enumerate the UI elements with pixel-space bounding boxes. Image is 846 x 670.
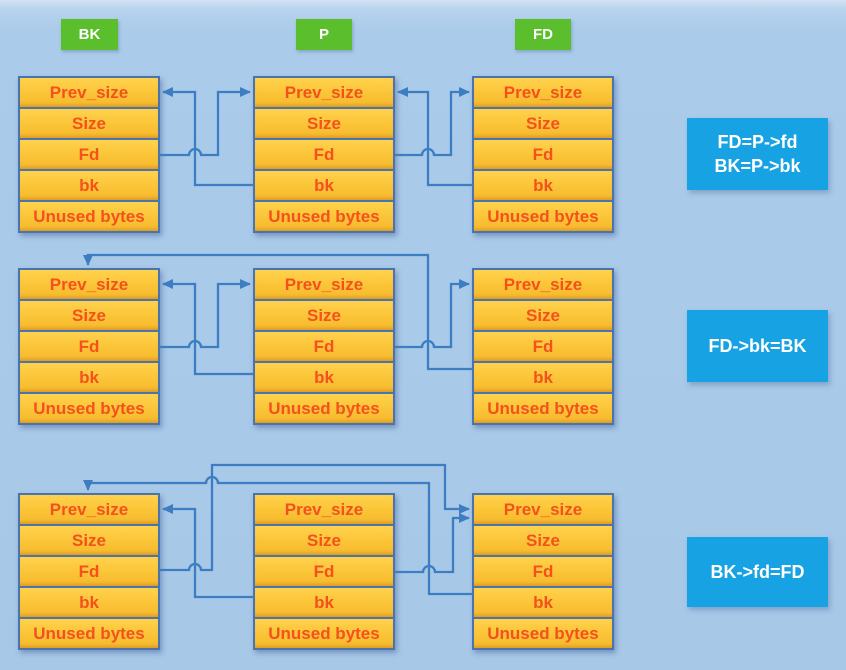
note-line: BK->fd=FD: [710, 561, 805, 582]
field-fd: Fd: [474, 555, 612, 586]
arrow-step1-p-fd-to-fd: [395, 87, 470, 157]
field-bk: bk: [20, 169, 158, 200]
arrow-step3-p-fd-to-fd: [395, 513, 470, 574]
field-unused-bytes: Unused bytes: [255, 392, 393, 423]
chunk-label-p: P: [296, 19, 352, 50]
field-prev-size: Prev_size: [474, 78, 612, 107]
field-unused-bytes: Unused bytes: [255, 200, 393, 231]
field-size: Size: [474, 107, 612, 138]
field-fd: Fd: [255, 330, 393, 361]
field-prev-size: Prev_size: [255, 78, 393, 107]
field-prev-size: Prev_size: [474, 495, 612, 524]
field-fd: Fd: [20, 330, 158, 361]
note-line: BK=P->bk: [714, 155, 801, 176]
field-unused-bytes: Unused bytes: [474, 617, 612, 648]
field-size: Size: [474, 524, 612, 555]
field-fd: Fd: [474, 330, 612, 361]
field-size: Size: [20, 524, 158, 555]
arrow-step2-bk-fd-to-p: [160, 279, 251, 349]
arrow-step1-p-bk-to-bk: [162, 87, 253, 187]
field-prev-size: Prev_size: [20, 78, 158, 107]
field-size: Size: [255, 107, 393, 138]
field-bk: bk: [255, 169, 393, 200]
field-fd: Fd: [20, 555, 158, 586]
note-line: FD=P->fd: [717, 131, 798, 152]
field-prev-size: Prev_size: [20, 270, 158, 299]
field-unused-bytes: Unused bytes: [20, 617, 158, 648]
field-bk: bk: [474, 586, 612, 617]
field-fd: Fd: [255, 138, 393, 169]
arrow-step1-bk-fd-to-p: [160, 87, 251, 157]
field-unused-bytes: Unused bytes: [474, 392, 612, 423]
arrow-step1-fd-bk-to-p: [397, 87, 472, 187]
field-size: Size: [20, 107, 158, 138]
field-unused-bytes: Unused bytes: [255, 617, 393, 648]
field-bk: bk: [20, 586, 158, 617]
field-fd: Fd: [255, 555, 393, 586]
field-fd: Fd: [20, 138, 158, 169]
field-bk: bk: [255, 586, 393, 617]
field-bk: bk: [474, 361, 612, 392]
field-unused-bytes: Unused bytes: [20, 392, 158, 423]
arrow-step2-p-fd-to-fd: [395, 279, 470, 349]
field-size: Size: [255, 299, 393, 330]
note-line: FD->bk=BK: [708, 335, 807, 356]
arrow-step3-p-bk-to-bk: [162, 504, 253, 599]
field-size: Size: [255, 524, 393, 555]
step1-note: FD=P->fd BK=P->bk: [687, 118, 828, 190]
field-fd: Fd: [474, 138, 612, 169]
step2-note: FD->bk=BK: [687, 310, 828, 382]
chunk-label-fd: FD: [515, 19, 571, 50]
field-prev-size: Prev_size: [255, 495, 393, 524]
arrow-step2-p-bk-to-bk: [162, 279, 253, 376]
step3-note: BK->fd=FD: [687, 537, 828, 607]
field-size: Size: [20, 299, 158, 330]
field-prev-size: Prev_size: [474, 270, 612, 299]
chunk-label-bk: BK: [61, 19, 118, 50]
field-bk: bk: [255, 361, 393, 392]
field-unused-bytes: Unused bytes: [20, 200, 158, 231]
field-bk: bk: [20, 361, 158, 392]
field-unused-bytes: Unused bytes: [474, 200, 612, 231]
field-prev-size: Prev_size: [255, 270, 393, 299]
field-prev-size: Prev_size: [20, 495, 158, 524]
field-size: Size: [474, 299, 612, 330]
field-bk: bk: [474, 169, 612, 200]
